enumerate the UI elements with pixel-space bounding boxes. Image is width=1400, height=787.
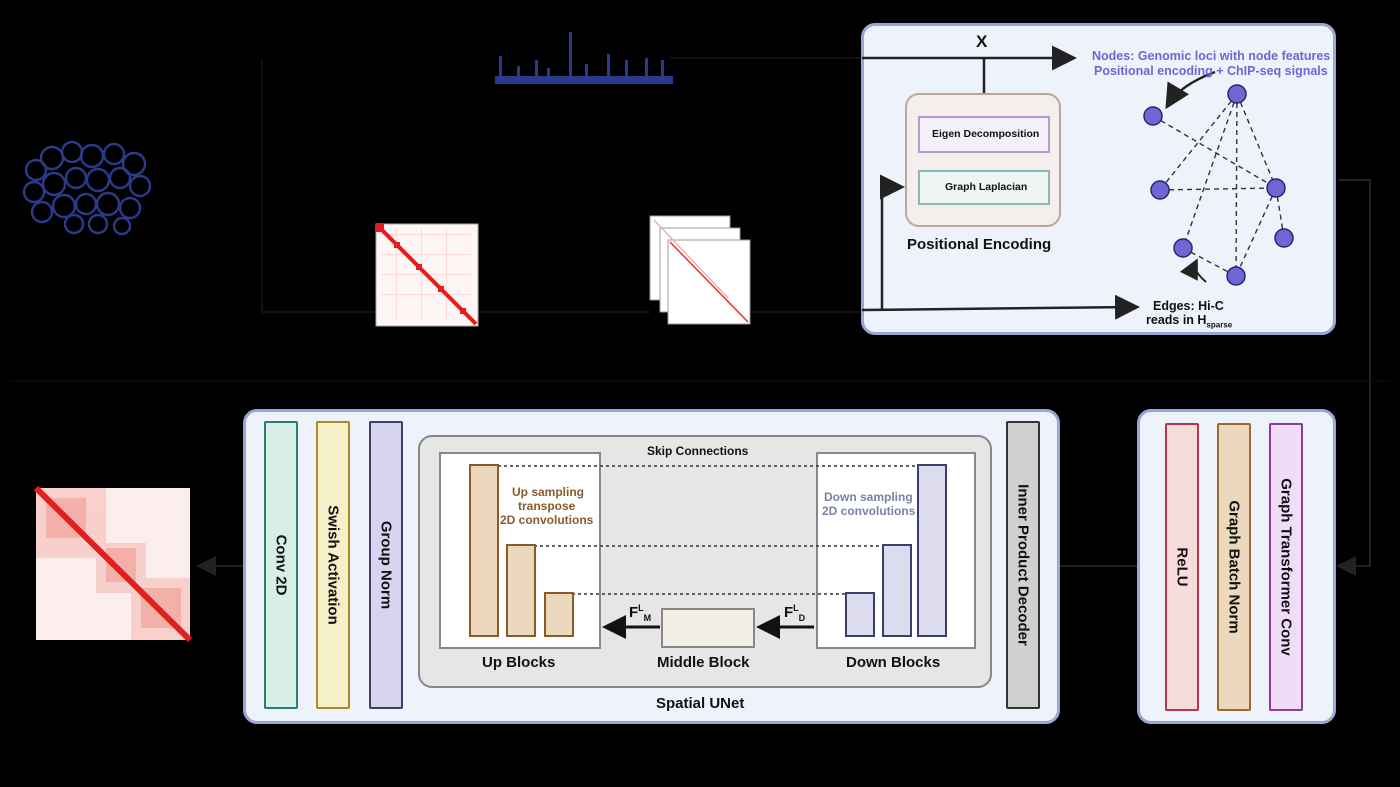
feature-fd-label: FLD (784, 603, 805, 623)
spatial-unet-label: Spatial UNet (656, 695, 745, 712)
up-blocks-label: Up Blocks (482, 654, 556, 671)
downsampling-line1: Down sampling (824, 490, 913, 504)
feature-matrix-label: X (976, 32, 988, 51)
graph-transformer-conv-layer: Graph Transformer Conv (1269, 423, 1303, 711)
graph-batch-norm-label: Graph Batch Norm (1225, 500, 1243, 634)
fm-sub: M (643, 613, 652, 623)
upsampling-line1: Up sampling (512, 485, 585, 499)
relu-layer: ReLU (1165, 423, 1199, 711)
middle-block-label: Middle Block (657, 654, 750, 671)
graph-laplacian-label: Graph Laplacian (945, 181, 1028, 193)
fd-sub: D (798, 613, 806, 623)
chromatin-structure-icon (22, 140, 152, 236)
edges-subscript: sparse (1206, 320, 1233, 330)
edges-text: reads in H (1146, 313, 1207, 327)
down-block-3 (917, 464, 947, 637)
fd-base: F (784, 604, 794, 621)
eigen-decomposition-label: Eigen Decomposition (932, 128, 1040, 140)
chipseq-signal-track (495, 32, 673, 84)
middle-block (661, 608, 755, 648)
fd-sup: L (793, 603, 799, 613)
inner-product-decoder: Inner Product Decoder (1006, 421, 1040, 709)
skip-connections-label: Skip Connections (647, 444, 749, 458)
fm-sup: L (638, 603, 644, 613)
hic-map-stack (649, 215, 751, 325)
eigen-decomposition-box (918, 116, 1050, 153)
hic-contact-map (375, 223, 479, 327)
up-block-1 (469, 464, 499, 637)
upsampling-line3: 2D convolutions (500, 513, 594, 527)
down-block-2 (882, 544, 912, 637)
down-blocks-label: Down Blocks (846, 654, 941, 671)
feature-fm-label: FLM (629, 603, 651, 623)
fm-base: F (629, 604, 639, 621)
upsampling-line2: transpose (518, 499, 576, 513)
down-block-1 (845, 592, 875, 637)
nodes-description-line2: Positional encoding + ChIP-seq signals (1094, 64, 1328, 78)
up-block-3 (544, 592, 574, 637)
edges-description-line2: reads in Hsparse (1146, 313, 1232, 330)
graph-batch-norm-layer: Graph Batch Norm (1217, 423, 1251, 711)
relu-label: ReLU (1173, 547, 1191, 587)
nodes-description-line1: Nodes: Genomic loci with node features (1092, 49, 1331, 63)
inner-product-decoder-label: Inner Product Decoder (1014, 484, 1032, 646)
graph-transformer-conv-label: Graph Transformer Conv (1277, 478, 1295, 656)
predicted-hic-map (33, 485, 193, 643)
swish-activation-layer: Swish Activation (316, 421, 350, 709)
conv2d-layer: Conv 2D (264, 421, 298, 709)
downsampling-line2: 2D convolutions (822, 504, 916, 518)
group-norm-layer: Group Norm (369, 421, 403, 709)
edges-description-line1: Edges: Hi-C (1153, 299, 1224, 313)
up-block-2 (506, 544, 536, 637)
graph-network (1143, 84, 1294, 286)
graph-laplacian-box (918, 170, 1050, 205)
positional-encoding-label: Positional Encoding (907, 236, 1052, 253)
